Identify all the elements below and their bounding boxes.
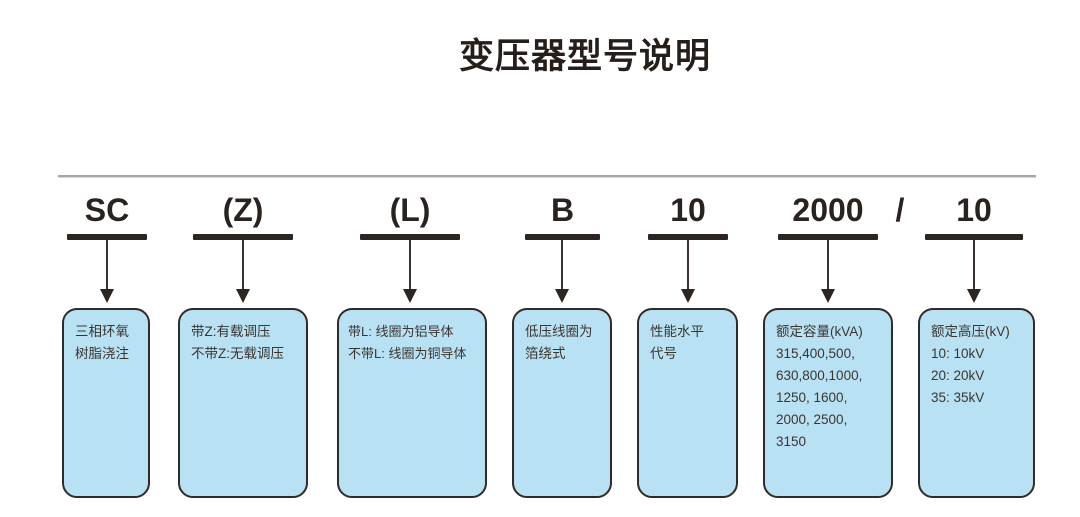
- top-rule-line: [58, 175, 1036, 178]
- description-box: 带L: 线圈为铝导体 不带L: 线圈为铜导体: [337, 308, 487, 498]
- description-box: 三相环氧 树脂浇注: [62, 308, 150, 498]
- underline-bar: [648, 234, 728, 240]
- code-label: 2000: [792, 192, 864, 228]
- down-arrow-line: [687, 240, 689, 290]
- description-box: 带Z:有载调压 不带Z:无载调压: [178, 308, 308, 498]
- description-box: 额定高压(kV) 10: 10kV 20: 20kV 35: 35kV: [918, 308, 1035, 498]
- down-arrow-icon: [555, 289, 569, 303]
- code-label: 10: [956, 192, 992, 228]
- down-arrow-icon: [100, 289, 114, 303]
- code-label: (L): [389, 192, 431, 228]
- code-label: 10: [670, 192, 706, 228]
- description-box: 性能水平 代号: [637, 308, 738, 498]
- down-arrow-icon: [236, 289, 250, 303]
- underline-bar: [778, 234, 878, 240]
- underline-bar: [67, 234, 147, 240]
- down-arrow-line: [561, 240, 563, 290]
- down-arrow-line: [242, 240, 244, 290]
- code-label: (Z): [222, 192, 264, 228]
- underline-bar: [193, 234, 293, 240]
- page-title: 变压器型号说明: [458, 37, 711, 76]
- description-box: 低压线圈为 箔绕式: [512, 308, 612, 498]
- description-box: 额定容量(kVA) 315,400,500, 630,800,1000, 125…: [763, 308, 893, 498]
- underline-bar: [925, 234, 1023, 240]
- down-arrow-line: [106, 240, 108, 290]
- down-arrow-icon: [821, 289, 835, 303]
- code-label: B: [550, 192, 575, 228]
- underline-bar: [525, 234, 600, 240]
- down-arrow-line: [827, 240, 829, 290]
- down-arrow-line: [973, 240, 975, 290]
- code-label: SC: [84, 192, 130, 228]
- slash-separator: /: [895, 192, 905, 228]
- underline-bar: [360, 234, 460, 240]
- down-arrow-icon: [681, 289, 695, 303]
- down-arrow-icon: [967, 289, 981, 303]
- down-arrow-icon: [403, 289, 417, 303]
- down-arrow-line: [409, 240, 411, 290]
